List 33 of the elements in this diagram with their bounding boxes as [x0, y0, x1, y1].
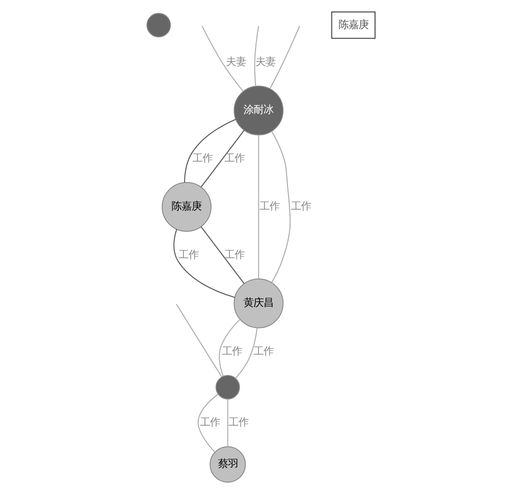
node-circle: 陈嘉庚 — [162, 182, 212, 232]
node-circle: 蔡羽 — [210, 446, 246, 483]
connector — [227, 398, 228, 448]
connector — [235, 327, 258, 379]
connector — [198, 394, 219, 452]
edge-label: 工作 — [192, 152, 212, 164]
edge-label: 工作 — [228, 416, 248, 429]
connector — [258, 134, 260, 280]
edge-label: 工作 — [178, 248, 198, 261]
edge-label: 工作 — [222, 345, 242, 358]
edge-label: 夫妻 — [256, 56, 276, 68]
edge-label: 工作 — [224, 248, 245, 261]
connector — [218, 318, 241, 377]
edge-label: 工作 — [200, 416, 220, 429]
connector — [202, 25, 244, 92]
connector — [254, 25, 260, 87]
label: 陈嘉庚 — [338, 18, 368, 31]
node-circle: 黄庆昌 — [234, 278, 284, 328]
node-circle: 涂耐冰 — [234, 86, 284, 136]
connector — [269, 25, 300, 90]
connector — [200, 130, 245, 188]
edge-label: 工作 — [290, 200, 311, 213]
connector — [200, 226, 245, 284]
edge-label: 工作 — [253, 345, 274, 358]
node-circle — [216, 375, 240, 400]
connector — [271, 130, 291, 284]
connector — [184, 118, 236, 184]
edge-label: 夫妻 — [226, 56, 246, 68]
node-circle — [146, 12, 171, 38]
edge-label: 工作 — [224, 152, 245, 164]
connector — [176, 304, 222, 378]
connector — [173, 228, 236, 298]
edge-label: 工作 — [259, 200, 280, 213]
